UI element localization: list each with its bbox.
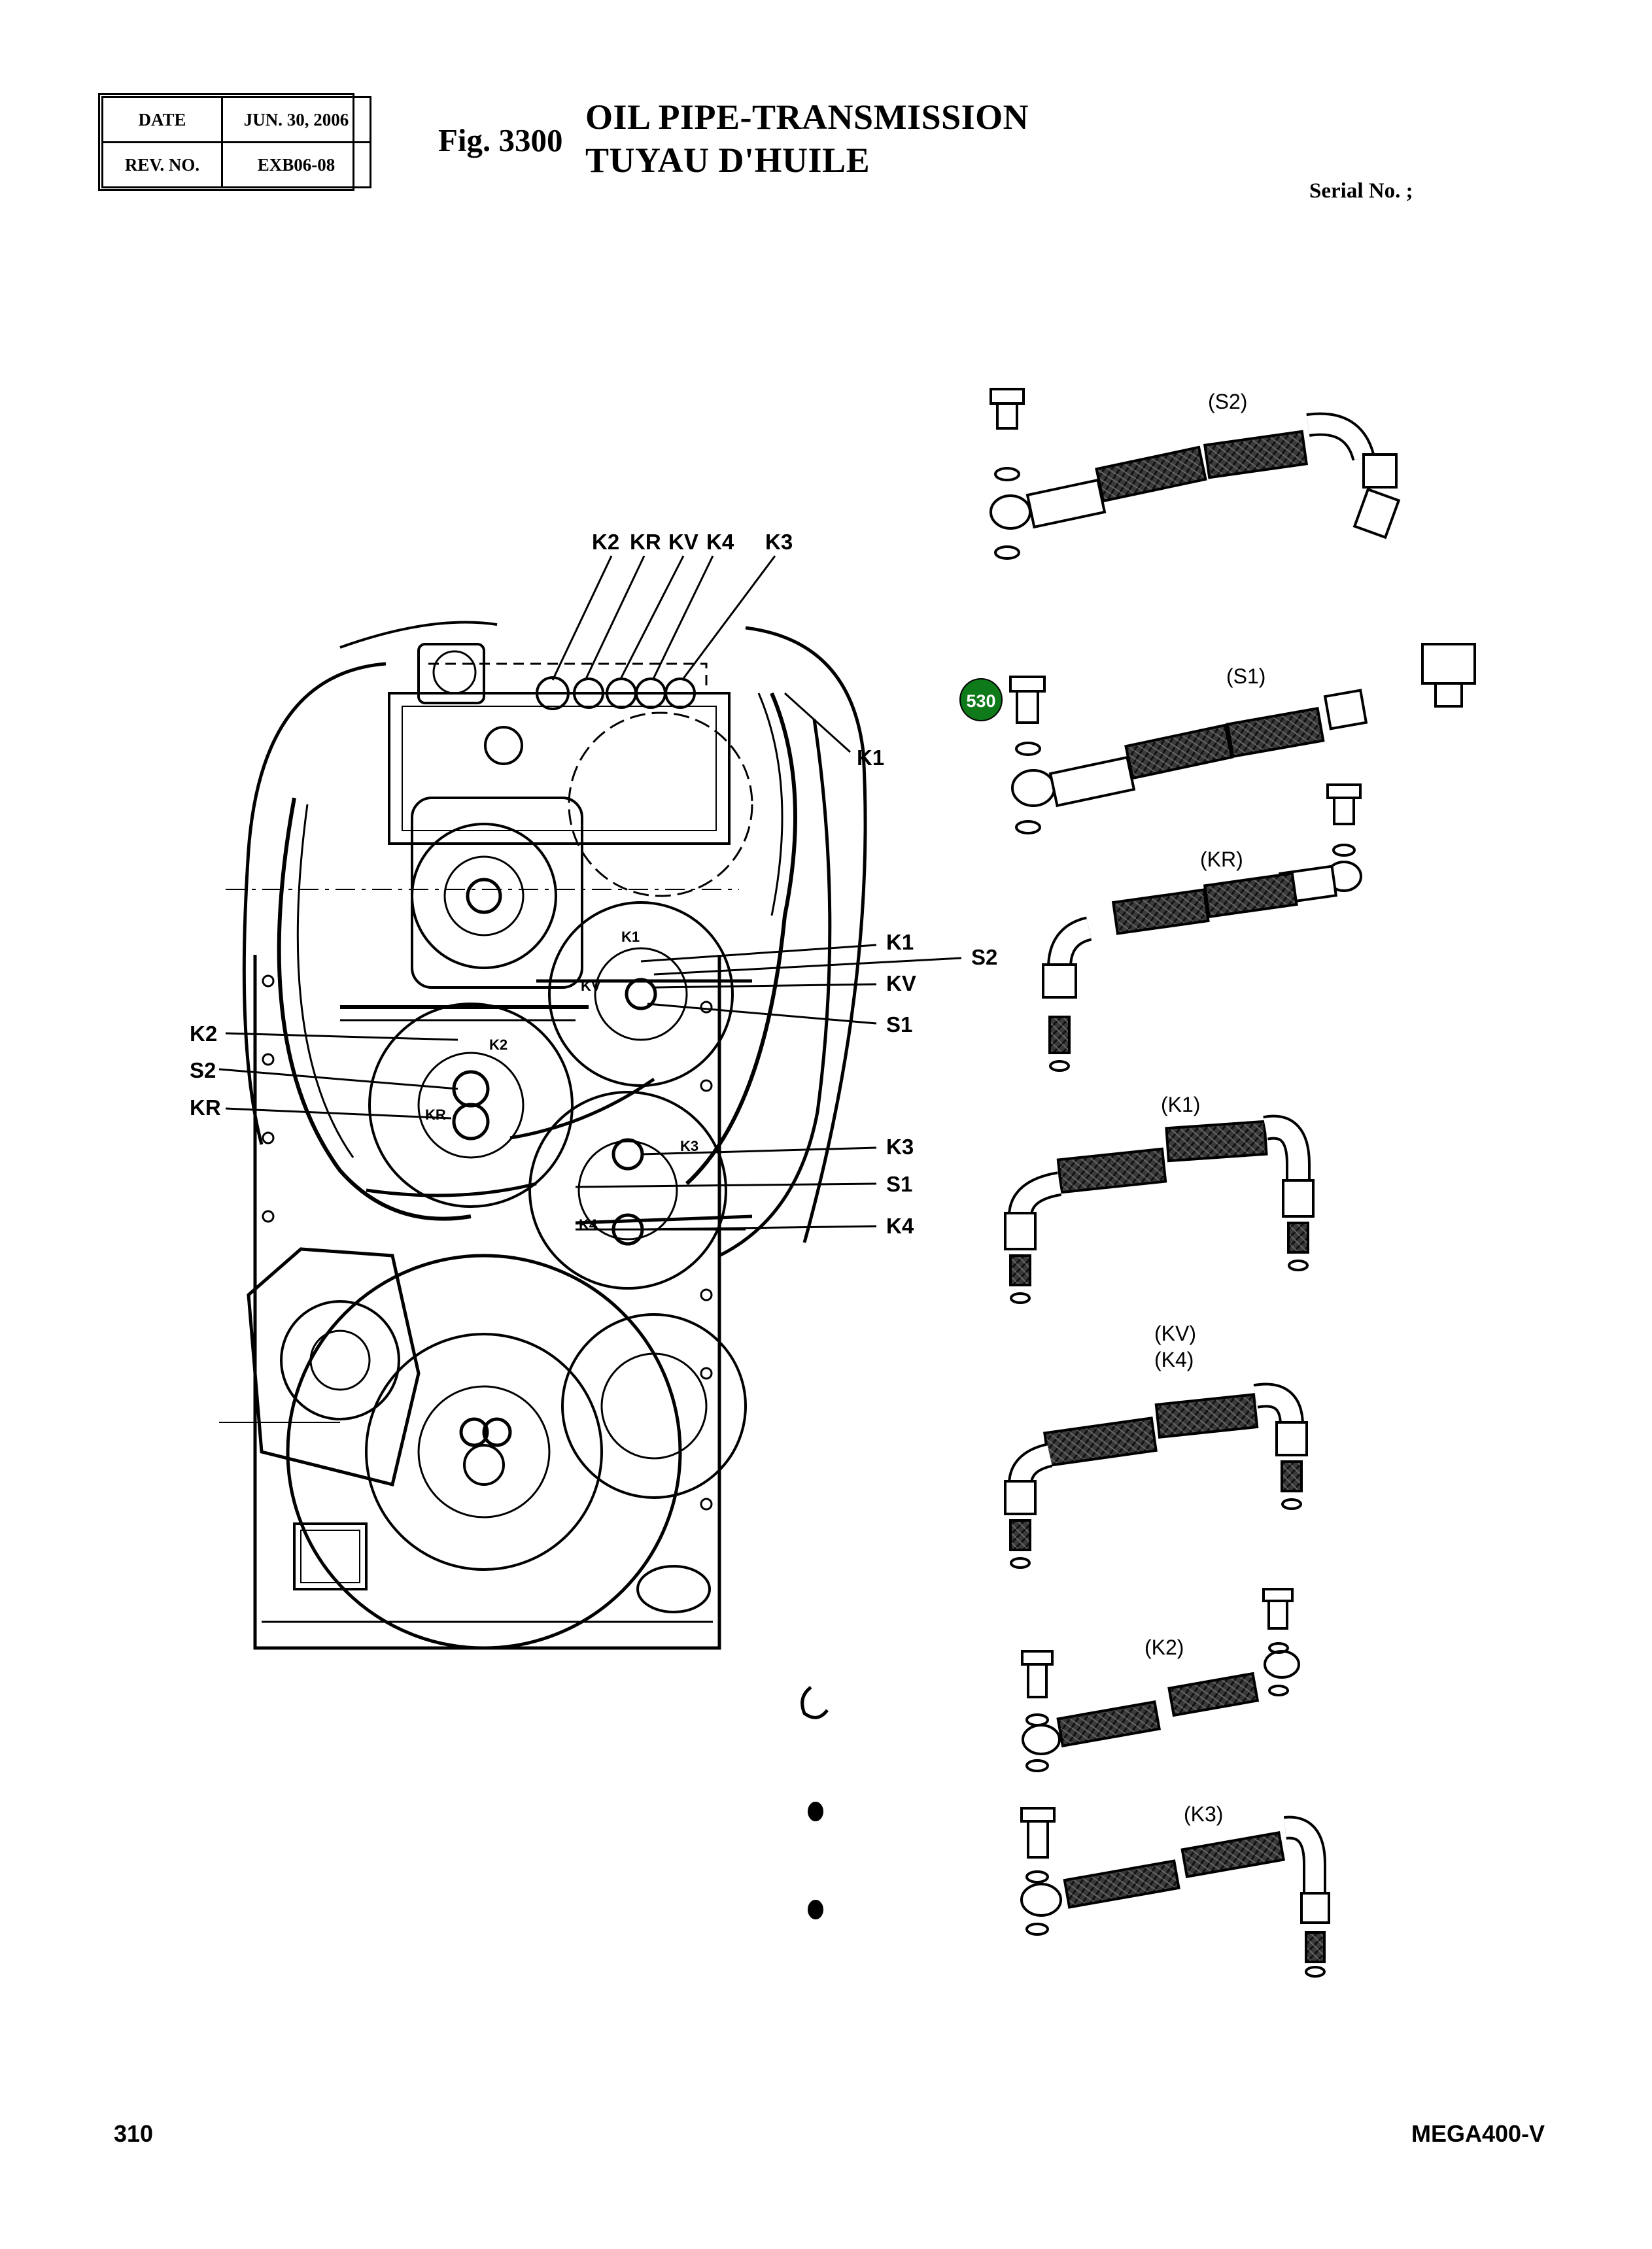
nut-icon-2 — [808, 1900, 823, 1919]
hose-label-k4: (K4) — [1154, 1348, 1194, 1371]
part-number-530[interactable]: 530 — [966, 691, 995, 711]
hose-k1: (K1) — [1004, 1093, 1315, 1304]
hose-k2: (K2) — [1021, 1588, 1300, 1772]
housing-label-k1: K1 — [621, 929, 640, 945]
callout-top-k2: K2 — [592, 530, 619, 554]
page-number: 310 — [114, 2120, 154, 2147]
part-number-badge[interactable]: 530 — [959, 678, 1003, 721]
hose-label-k2: (K2) — [1144, 1636, 1184, 1659]
callout-right-k3: K3 — [886, 1135, 914, 1159]
callout-k1-upper: K1 — [857, 746, 884, 770]
title-english: OIL PIPE-TRANSMISSION — [585, 97, 1029, 137]
callout-left-k2: K2 — [190, 1021, 217, 1046]
hose-label-s1: (S1) — [1226, 664, 1265, 688]
callout-left-s2: S2 — [190, 1058, 216, 1082]
hose-s1: (S1) — [1009, 643, 1476, 834]
date-value: JUN. 30, 2006 — [221, 96, 371, 143]
figure-number: Fig. 3300 — [438, 122, 563, 158]
housing-label-kr: KR — [425, 1107, 446, 1123]
model-name: MEGA400-V — [1411, 2120, 1545, 2147]
transmission-housing — [219, 621, 867, 1650]
leader-lines — [218, 555, 962, 1231]
header-table: DATE JUN. 30, 2006 REV. NO. EXB06-08 — [101, 96, 371, 188]
hose-k3: (K3) — [1020, 1802, 1330, 1978]
housing-label-k3: K3 — [680, 1138, 698, 1154]
hose-s2: (S2) — [989, 388, 1401, 560]
title-french: TUYAU D'HUILE — [585, 141, 870, 180]
callout-top-kv: KV — [668, 530, 698, 554]
housing-label-k4: K4 — [579, 1216, 598, 1233]
callout-right-s2: S2 — [971, 945, 997, 969]
clip-icon — [800, 1686, 829, 1719]
callout-right-s1-lower: S1 — [886, 1172, 912, 1196]
callout-right-k4: K4 — [886, 1214, 914, 1238]
hose-assemblies: (S2) (S1) — [989, 388, 1476, 1978]
hose-kv-k4: (KV) (K4) — [1004, 1322, 1308, 1569]
hose-label-k3: (K3) — [1184, 1802, 1223, 1826]
callout-right-kv: KV — [886, 971, 916, 995]
hose-label-kv: (KV) — [1154, 1322, 1196, 1345]
rev-value: EXB06-08 — [221, 141, 371, 188]
serial-number-label: Serial No. ; — [1309, 179, 1413, 203]
hose-label-kr: (KR) — [1200, 848, 1243, 871]
hose-label-k1: (K1) — [1161, 1093, 1200, 1116]
rev-label: REV. NO. — [101, 141, 223, 188]
callout-top-k3: K3 — [765, 530, 793, 554]
callout-top-kr: KR — [630, 530, 661, 554]
housing-label-kv: KV — [581, 978, 601, 994]
callouts: K2 KR KV K4 K3 K1 K1 S2 KV S1 K3 S1 K4 K… — [190, 530, 997, 1238]
date-label: DATE — [101, 96, 223, 143]
housing-label-k2: K2 — [489, 1037, 508, 1053]
loose-parts — [800, 1686, 829, 1919]
housing-labels: K1 KV K2 KR K3 K4 — [425, 929, 698, 1233]
hose-label-s2: (S2) — [1208, 390, 1247, 413]
callout-top-k4: K4 — [706, 530, 734, 554]
hose-kr: (KR) — [1042, 783, 1362, 1072]
nut-icon — [808, 1802, 823, 1821]
callout-left-kr: KR — [190, 1095, 221, 1120]
callout-right-s1: S1 — [886, 1012, 912, 1037]
callout-right-k1: K1 — [886, 930, 914, 954]
